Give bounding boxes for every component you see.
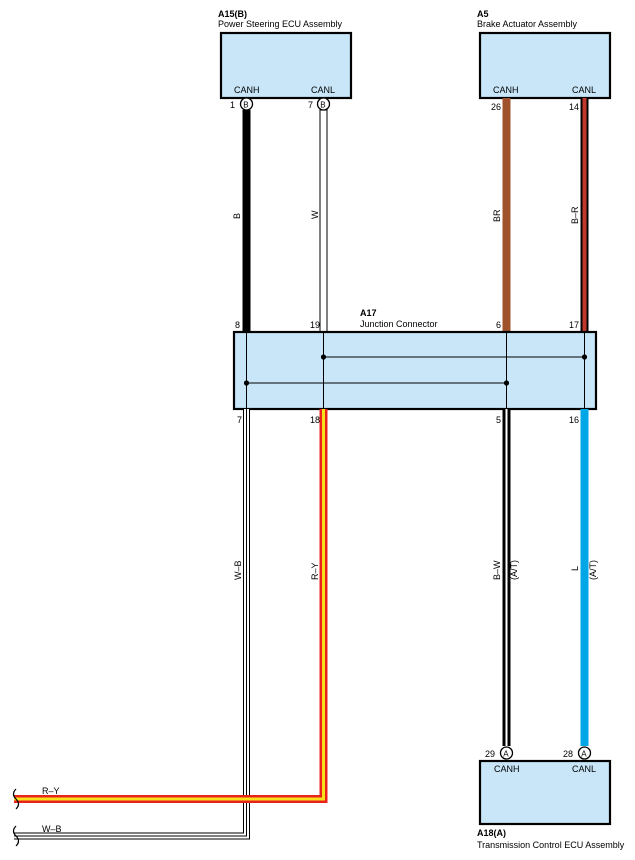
a18-canh-label: CANH (494, 764, 520, 774)
wire-a5-canh (502, 98, 511, 332)
a18-pin-29: 29 (485, 749, 495, 759)
junction-dot (503, 380, 510, 386)
wire-label-br: BR (492, 209, 502, 222)
a18-connector-a-icon (499, 746, 514, 760)
wire-label-at-1: (A/T) (509, 560, 519, 580)
a5-ref: A5 (477, 9, 489, 19)
a17-pin-17: 17 (569, 320, 579, 330)
a15-name: Power Steering ECU Assembly (218, 19, 343, 29)
wire-label-b: B (232, 213, 242, 219)
wire-label-w: W (310, 210, 320, 219)
a17-pin-8: 8 (235, 320, 240, 330)
a18-name: Transmission Control ECU Assembly (477, 840, 625, 850)
a17-box (232, 330, 598, 411)
junction-dot (320, 354, 327, 360)
a18-canl-label: CANL (572, 764, 596, 774)
wire-label-w-b: W–B (233, 560, 243, 580)
a15-ref: A15(B) (218, 9, 247, 19)
wire-r-y-yellow (14, 409, 325, 801)
wire-l (580, 409, 589, 746)
a18-conn-1: A (503, 750, 509, 759)
a15-canl-label: CANL (311, 85, 335, 95)
wire-r-y-red (14, 409, 328, 803)
a17-pin-5: 5 (496, 415, 501, 425)
wire-break-icon (12, 825, 20, 847)
a18-pin-28: 28 (563, 749, 573, 759)
wire-break-icon (12, 788, 20, 810)
a18-ref: A18(A) (477, 828, 506, 838)
wire-b-w-tracer (505, 409, 508, 746)
a17-pin-18: 18 (310, 415, 320, 425)
wire-label-out-w-b: W–B (42, 824, 62, 834)
a15-conn-1: B (243, 101, 248, 110)
wire-label-out-r-y: R–Y (42, 786, 60, 796)
junction-dot (581, 354, 588, 360)
a18-connector-a-icon (577, 746, 592, 760)
wire-label-r-y: R–Y (310, 562, 320, 580)
a18-box (478, 759, 612, 826)
a15-connector-b-icon (316, 97, 331, 111)
a15-connector-b-icon (239, 97, 254, 111)
wire-a15-canl (319, 109, 328, 333)
a15-pin-1: 1 (230, 100, 235, 110)
wire-label-at-2: (A/T) (588, 560, 598, 580)
a17-pin-16: 16 (569, 415, 579, 425)
wire-label-b-r: B–R (570, 206, 580, 224)
a17-name: Junction Connector (360, 319, 438, 329)
wire-a5-canl-tracer (582, 98, 587, 332)
junction-dot (243, 380, 250, 386)
wire-a15-canh (242, 110, 251, 332)
a15-box (219, 31, 353, 100)
wire-w-b-outline (14, 409, 250, 840)
a17-pin-6: 6 (496, 320, 501, 330)
a17-pin-7: 7 (237, 415, 242, 425)
a5-name: Brake Actuator Assembly (477, 19, 578, 29)
a15-canh-label: CANH (234, 85, 260, 95)
a17-pin-19: 19 (310, 320, 320, 330)
a5-canl-label: CANL (572, 85, 596, 95)
wire-w-b-white (14, 409, 249, 839)
a5-pin-14: 14 (569, 102, 579, 112)
wire-w-b-tracer (14, 409, 247, 837)
a15-pin-7: 7 (308, 100, 313, 110)
a17-ref: A17 (360, 308, 377, 318)
a18-conn-2: A (581, 750, 587, 759)
wire-label-b-w: B–W (492, 560, 502, 580)
wire-label-l: L (570, 566, 580, 571)
a5-canh-label: CANH (493, 85, 519, 95)
a15-conn-2: B (320, 101, 325, 110)
a5-box (478, 31, 612, 100)
a5-pin-26: 26 (491, 102, 501, 112)
